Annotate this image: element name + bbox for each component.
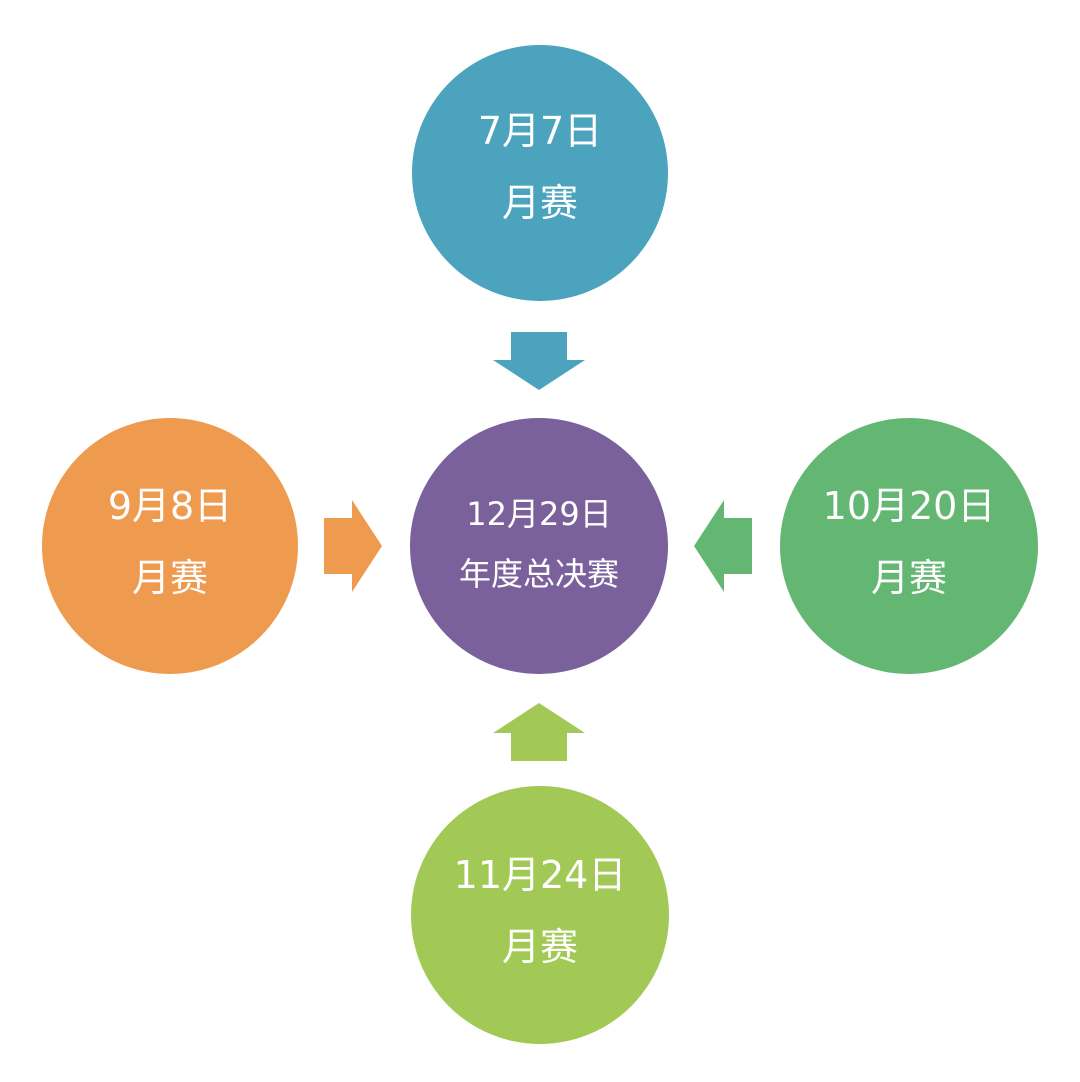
arrow-up-icon (493, 703, 585, 761)
node-october-20-label: 月赛 (870, 556, 947, 600)
node-december-29-final: 12月29日 年度总决赛 (410, 418, 668, 674)
arrow-down-icon (493, 332, 585, 390)
node-december-29-text: 12月29日 年度总决赛 (459, 497, 619, 591)
arrow-left-icon (694, 500, 752, 592)
node-july-7-label: 月赛 (501, 181, 578, 225)
node-july-7-date: 7月7日 (477, 109, 603, 153)
node-july-7-text: 7月7日 月赛 (478, 111, 602, 223)
node-october-20: 10月20日 月赛 (780, 418, 1038, 674)
node-november-24-date: 11月24日 (453, 853, 627, 897)
node-october-20-date: 10月20日 (822, 484, 996, 528)
node-december-29-date: 12月29日 (466, 495, 612, 533)
node-november-24: 11月24日 月赛 (411, 786, 669, 1044)
node-october-20-text: 10月20日 月赛 (823, 486, 996, 598)
node-september-8: 9月8日 月赛 (42, 418, 298, 674)
node-july-7: 7月7日 月赛 (412, 45, 668, 301)
node-september-8-text: 9月8日 月赛 (108, 486, 232, 598)
node-november-24-label: 月赛 (501, 925, 578, 969)
node-september-8-label: 月赛 (131, 556, 208, 600)
node-december-29-label: 年度总决赛 (458, 555, 619, 593)
node-september-8-date: 9月8日 (107, 484, 233, 528)
node-november-24-text: 11月24日 月赛 (454, 855, 627, 967)
arrow-right-icon (324, 500, 382, 592)
